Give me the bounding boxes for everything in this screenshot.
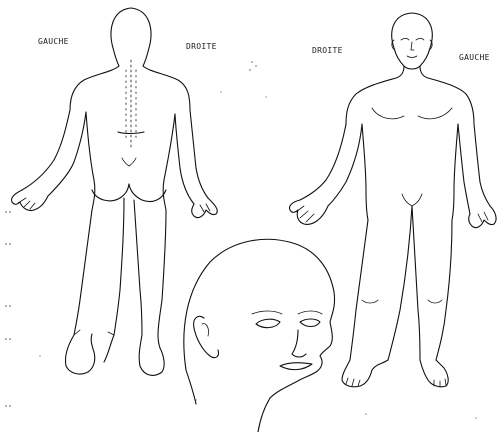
front-left-hand xyxy=(469,206,496,228)
front-face xyxy=(401,39,424,58)
back-right-leg xyxy=(158,210,166,335)
front-chest xyxy=(372,108,452,119)
back-head xyxy=(111,8,151,66)
front-head xyxy=(392,13,433,69)
back-left-leg xyxy=(74,210,92,335)
front-left-arm xyxy=(474,124,490,206)
back-right-hand xyxy=(192,198,218,218)
head-nose xyxy=(292,330,306,357)
back-right-foot xyxy=(139,335,164,375)
front-left-leg xyxy=(436,220,452,360)
front-right-arm xyxy=(300,124,346,200)
back-left-foot xyxy=(65,334,94,374)
back-right-arm xyxy=(190,110,208,198)
front-right-foot xyxy=(342,360,388,387)
head-mouth xyxy=(280,363,312,370)
back-view-figure xyxy=(11,8,217,375)
back-left-arm xyxy=(22,110,70,190)
front-right-hand xyxy=(289,200,328,224)
scan-specks xyxy=(5,61,476,418)
front-view-figure xyxy=(289,13,496,387)
head-eye-left xyxy=(256,319,280,327)
head-ear xyxy=(194,316,219,357)
back-left-hand xyxy=(11,190,48,211)
head-closeup xyxy=(184,239,335,432)
head-eye-right xyxy=(300,319,320,327)
front-right-leg xyxy=(350,220,368,360)
